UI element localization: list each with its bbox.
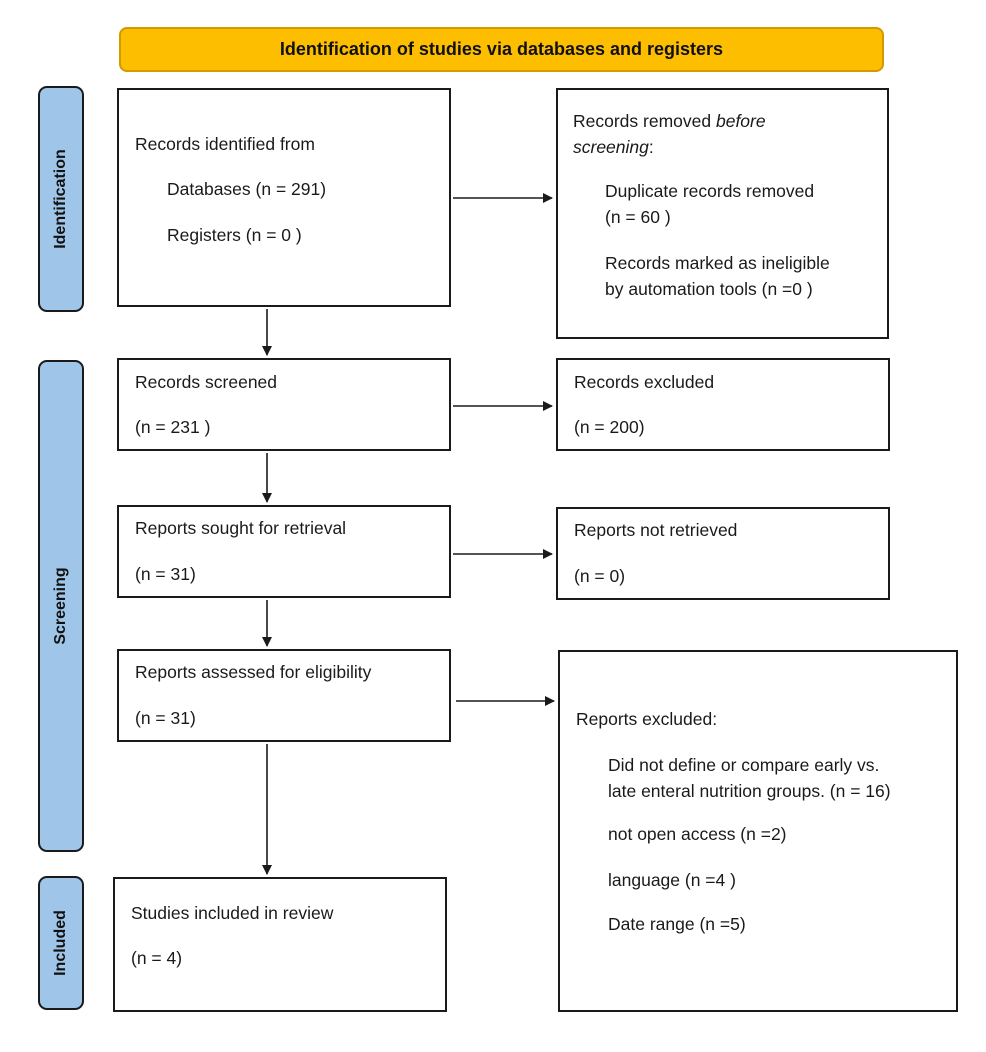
reports-assessed-box	[117, 649, 451, 742]
reports-sought-box	[117, 505, 451, 598]
reason-nutrition-groups-line2: late enteral nutrition groups. (n = 16)	[608, 781, 891, 801]
reports-sought-count: (n = 31)	[135, 564, 196, 584]
records-excluded-count: (n = 200)	[574, 417, 645, 437]
reports-not-retrieved-box	[556, 507, 890, 600]
databases-count: Databases (n = 291)	[167, 179, 327, 199]
records-removed-box	[556, 88, 889, 339]
phase-screening: Screening	[38, 360, 84, 852]
studies-included-box	[113, 877, 447, 1012]
records-screened-count: (n = 231 )	[135, 417, 211, 437]
reason-language: language (n =4 )	[608, 870, 736, 890]
studies-included-heading: Studies included in review	[131, 903, 334, 923]
records-excluded-heading: Records excluded	[574, 372, 715, 392]
ineligible-count: by automation tools (n =0 )	[605, 279, 813, 299]
banner-title: Identification of studies via databases …	[279, 39, 724, 59]
reports-excluded-box	[558, 650, 958, 1012]
records-excluded-box	[556, 358, 890, 451]
studies-included-count: (n = 4)	[131, 948, 183, 968]
ineligible-label: Records marked as ineligible	[605, 253, 830, 273]
reason-date-range: Date range (n =5)	[608, 914, 746, 934]
records-removed-heading-line2: screening:	[573, 137, 654, 157]
phase-included: Included	[38, 876, 84, 1010]
records-identified-box	[117, 88, 451, 307]
records-screened-box	[117, 358, 451, 451]
reports-sought-heading: Reports sought for retrieval	[135, 518, 347, 538]
records-removed-heading-line1: Records removed before	[573, 111, 766, 131]
records-identified-heading: Records identified from	[135, 134, 315, 154]
reports-assessed-heading: Reports assessed for eligibility	[135, 662, 372, 682]
reports-excluded-heading: Reports excluded:	[576, 709, 718, 729]
identification-banner: Identification of studies via databases …	[119, 27, 884, 72]
reason-open-access: not open access (n =2)	[608, 824, 787, 844]
duplicates-count: (n = 60 )	[605, 207, 671, 227]
phase-identification: Identification	[38, 86, 84, 312]
reports-not-retrieved-count: (n = 0)	[574, 566, 626, 586]
duplicates-label: Duplicate records removed	[605, 181, 815, 201]
reports-not-retrieved-heading: Reports not retrieved	[574, 520, 738, 540]
reason-nutrition-groups-line1: Did not define or compare early vs.	[608, 755, 880, 775]
records-screened-heading: Records screened	[135, 372, 278, 392]
registers-count: Registers (n = 0 )	[167, 225, 302, 245]
reports-assessed-count: (n = 31)	[135, 708, 196, 728]
